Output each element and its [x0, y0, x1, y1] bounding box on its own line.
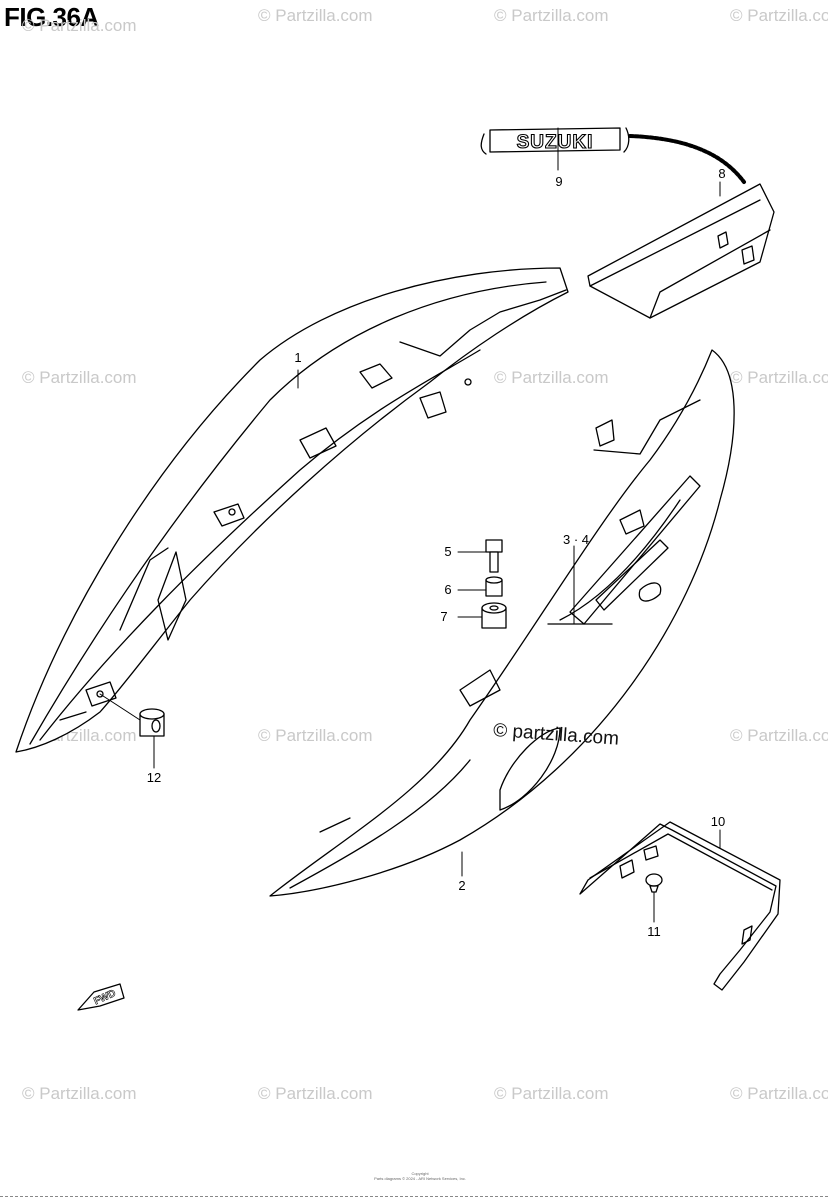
bottom-rule [0, 1196, 828, 1197]
tail-cover [587, 183, 775, 319]
callout-9: 9 [555, 174, 562, 189]
frame-cover-bracket [579, 821, 781, 991]
fwd-arrow [77, 983, 125, 1011]
watermark: © Partzilla.com [258, 1084, 373, 1103]
emblem-text: SUZUKI [517, 132, 594, 153]
watermark: © Partzilla.com [730, 726, 828, 745]
copyright-line: Copyright [411, 1171, 429, 1176]
callout-12: 12 [147, 770, 161, 785]
callout-8: 8 [718, 166, 725, 181]
watermark: © Partzilla.com [22, 16, 137, 35]
clip [645, 873, 663, 893]
bolt [485, 539, 503, 573]
watermark: © Partzilla.com [730, 368, 828, 387]
copyright-line: Parts diagrams © 2024 - ARI Network Serv… [374, 1176, 466, 1181]
callout-11: 11 [647, 924, 661, 939]
watermark: © Partzilla.com [494, 6, 609, 25]
watermark: © Partzilla.com [22, 368, 137, 387]
watermark: © Partzilla.com [730, 1084, 828, 1103]
emblem-stripe [628, 134, 746, 184]
watermark: © Partzilla.com [494, 368, 609, 387]
watermark: © Partzilla.com [494, 1084, 609, 1103]
collar [485, 576, 503, 597]
callout-1: 1 [294, 350, 301, 365]
frame-cover-left [15, 267, 569, 753]
watermark: © Partzilla.com [730, 6, 828, 25]
cushion-rear [139, 708, 165, 737]
figure-title: FIG.36A [4, 2, 99, 32]
cushion [481, 602, 507, 629]
callout-5: 5 [444, 544, 451, 559]
callout-10: 10 [711, 814, 725, 829]
callout-6: 6 [444, 582, 451, 597]
callout-7: 7 [440, 609, 447, 624]
watermark: © Partzilla.com [22, 1084, 137, 1103]
watermark: © Partzilla.com [258, 726, 373, 745]
watermark: © Partzilla.com [258, 6, 373, 25]
callout-3-4: 3 · 4 [563, 532, 589, 547]
callout-2: 2 [458, 878, 465, 893]
frame-cover-right [269, 349, 735, 897]
suzuki-emblem [480, 127, 630, 155]
copyright-notice: Copyright Parts diagrams © 2024 - ARI Ne… [340, 1171, 500, 1181]
leader-lines [99, 127, 721, 923]
